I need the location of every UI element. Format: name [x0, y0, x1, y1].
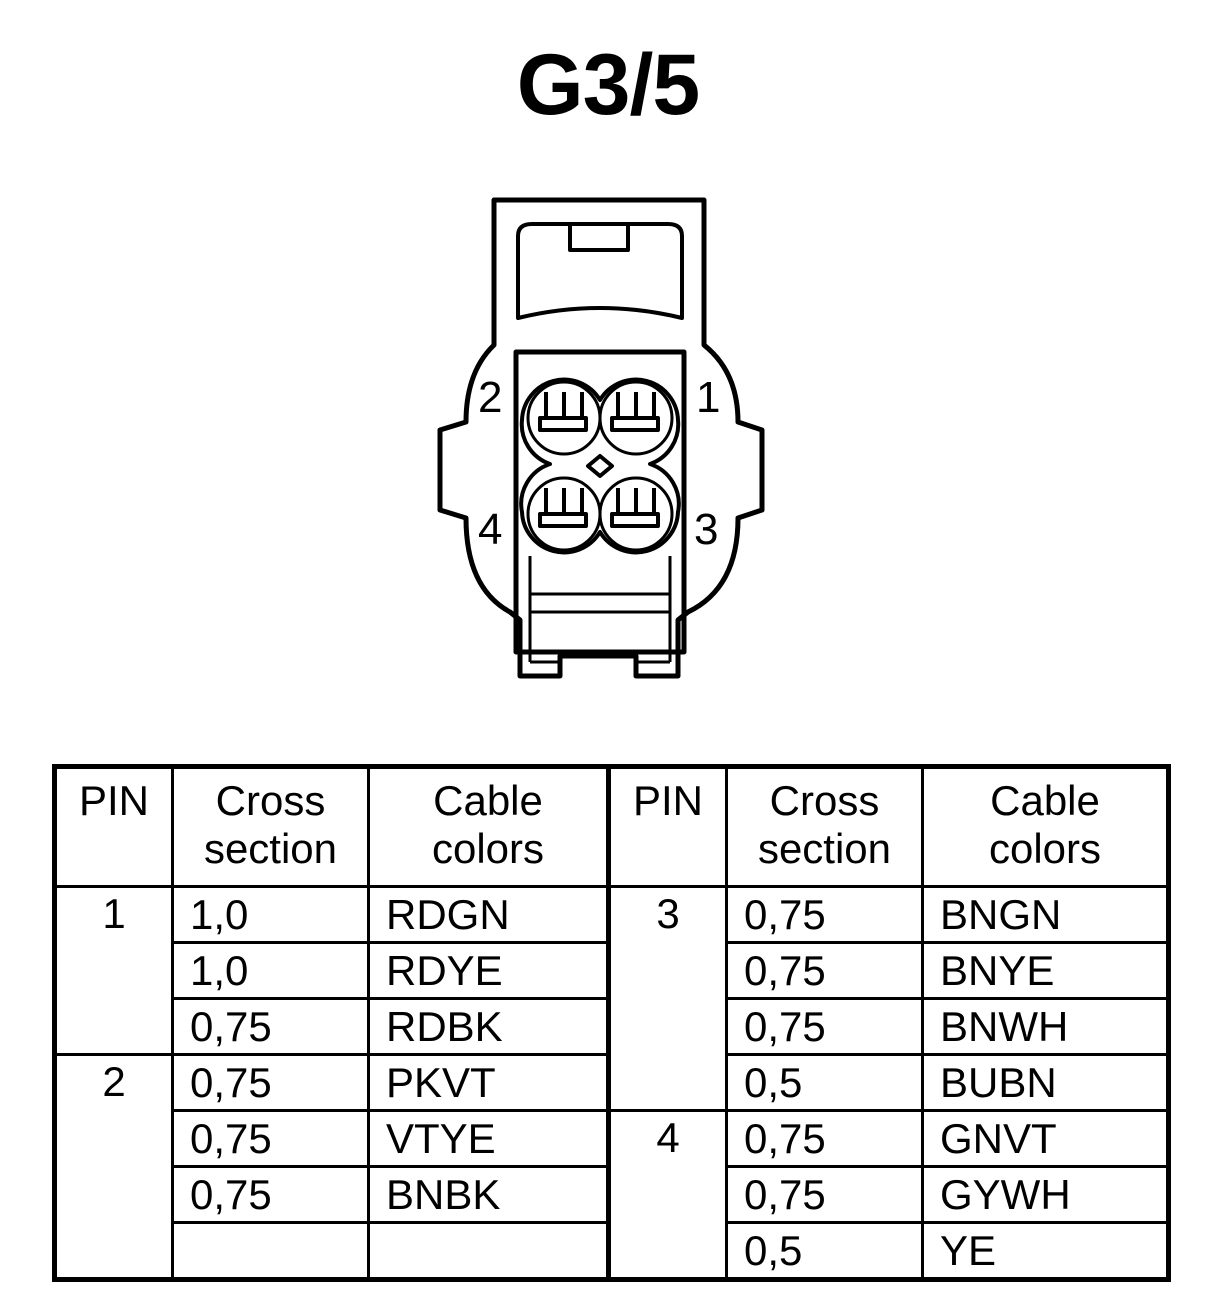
- cable-color-cell: YE: [921, 1221, 1170, 1281]
- pin-terminal-2: [544, 392, 584, 418]
- table-row: 0,75 RDBK 0,75 BNWH: [55, 997, 1170, 1056]
- cross-section-cell: 0,75: [725, 997, 924, 1056]
- latch-tab: [568, 222, 630, 252]
- cable-color-cell: GYWH: [921, 1165, 1170, 1224]
- connector-housing-outline: [437, 197, 765, 679]
- cable-color-cell: [367, 1222, 610, 1281]
- pin-cavity-frame: [513, 349, 687, 655]
- pin-terminal-4: [544, 488, 584, 514]
- cable-color-cell: VTYE: [367, 1109, 610, 1168]
- header-pin: PIN: [53, 765, 174, 888]
- latch-frame: [516, 222, 684, 320]
- pin-number-cell: 3: [606, 885, 728, 1111]
- cross-section-cell: 1,0: [171, 885, 370, 944]
- key-diamond: [586, 454, 614, 478]
- connector-title: G3/5: [516, 37, 700, 133]
- cable-color-cell: BNBK: [367, 1165, 610, 1224]
- pin-label-1: 1: [696, 373, 720, 422]
- table-row: 0,75 BNBK 0,75 GYWH: [55, 1165, 1170, 1224]
- cross-section-cell: 0,75: [171, 1053, 370, 1112]
- pin-number-cell: 1: [53, 885, 174, 1055]
- cross-section-cell: 0,75: [171, 997, 370, 1056]
- cross-section-cell: 0,75: [725, 941, 924, 1000]
- pin-terminal-1: [616, 392, 656, 418]
- cross-section-cell: [171, 1222, 370, 1281]
- cross-section-cell: 1,0: [171, 941, 370, 1000]
- table-row: 1 1,0 RDGN 3 0,75 BNGN: [53, 885, 1170, 1111]
- pin-number-cell: 4: [606, 1109, 728, 1280]
- cross-section-cell: 0,75: [725, 885, 924, 944]
- pin-terminal-3: [616, 488, 656, 514]
- pin-label-2: 2: [478, 373, 502, 422]
- pin-cluster-outline: [519, 377, 681, 555]
- cable-color-cell: RDGN: [367, 885, 610, 944]
- cable-color-cell: BNGN: [921, 885, 1170, 944]
- cross-section-cell: 0,75: [171, 1109, 370, 1168]
- cable-color-cell: BNYE: [921, 941, 1170, 1000]
- cross-section-cell: 0,75: [725, 1109, 924, 1168]
- cable-color-cell: BUBN: [921, 1053, 1170, 1112]
- cable-color-cell: RDYE: [367, 941, 610, 1000]
- header-pin: PIN: [606, 765, 728, 888]
- table-row: 1,0 RDYE 0,75 BNYE: [55, 941, 1170, 1000]
- table-row: 2 0,75 PKVT 0,5 BUBN: [53, 1053, 1170, 1280]
- pin-label-4: 4: [478, 505, 502, 554]
- cable-color-cell: PKVT: [367, 1053, 610, 1112]
- pin-number-cell: 2: [53, 1053, 174, 1280]
- connector-diagram: 2 1 4 3: [437, 197, 765, 679]
- cross-section-cell: 0,5: [725, 1221, 924, 1281]
- cable-color-cell: RDBK: [367, 997, 610, 1056]
- cross-section-cell: 0,75: [725, 1165, 924, 1224]
- cable-color-cell: GNVT: [921, 1109, 1170, 1168]
- table-row: 0,75 VTYE 4 0,75 GNVT: [55, 1109, 1170, 1280]
- cross-section-cell: 0,75: [171, 1165, 370, 1224]
- cross-section-cell: 0,5: [725, 1053, 924, 1112]
- table-row: 0,5 YE: [55, 1221, 1170, 1281]
- pin-label-3: 3: [694, 505, 718, 554]
- cable-color-cell: BNWH: [921, 997, 1170, 1056]
